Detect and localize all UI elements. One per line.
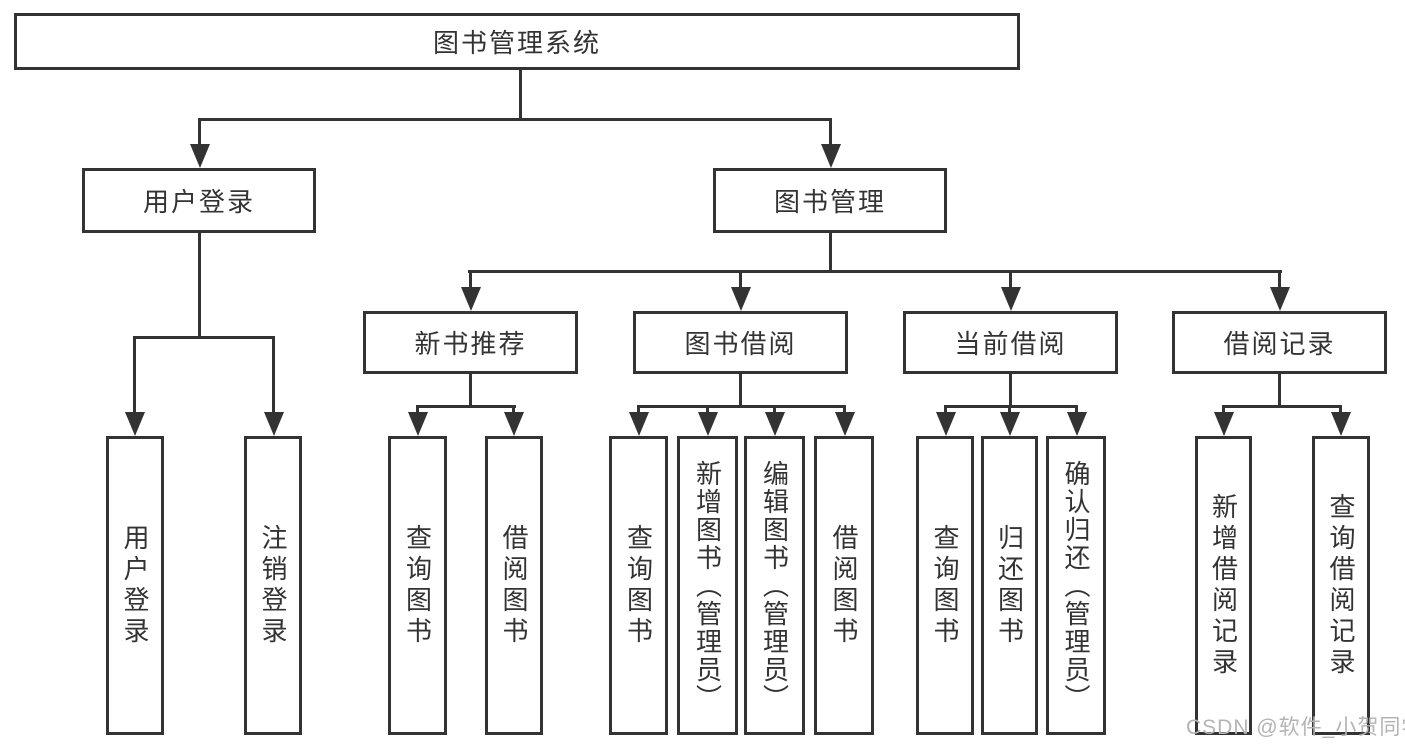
node-book-borrowing: 图书借阅 [633, 311, 848, 374]
connector-root-stem [519, 70, 522, 118]
connector-recommend-hline [416, 405, 516, 408]
arrow-down-icon [124, 336, 145, 436]
arrow-down-icon [1269, 270, 1290, 311]
node-label: 图书借阅 [684, 329, 797, 359]
node-current-borrowing: 当前借阅 [903, 311, 1118, 374]
arrow-down-icon [503, 405, 524, 436]
leaf-confirm-return-admin: 确认归还（管理员） [1046, 436, 1106, 735]
node-label: 查询借阅记录 [1326, 492, 1356, 679]
node-label: 查询图书 [623, 523, 654, 648]
connector-login-stem [198, 233, 201, 339]
node-label: 确认归还（管理员） [1061, 459, 1091, 712]
arrow-down-icon [263, 336, 284, 436]
connector-recommend-stem [469, 374, 472, 408]
arrow-down-icon [697, 405, 718, 436]
leaf-add-borrow-record: 新增借阅记录 [1195, 436, 1252, 735]
connector-records-hline [1222, 405, 1342, 408]
arrow-down-icon [935, 405, 956, 436]
node-label: 注销登录 [258, 523, 288, 648]
node-label: 当前借阅 [954, 329, 1067, 359]
arrow-down-icon [1213, 405, 1234, 436]
arrow-down-icon [1330, 405, 1351, 436]
connector-bookmgmt-stem [829, 233, 832, 273]
arrow-down-icon [999, 405, 1020, 436]
node-label: 编辑图书（管理员） [759, 459, 790, 712]
arrow-down-icon [1066, 405, 1087, 436]
leaf-edit-books-admin: 编辑图书（管理员） [744, 436, 805, 735]
arrow-down-icon [834, 405, 855, 436]
node-borrowing-records: 借阅记录 [1172, 311, 1387, 374]
leaf-logout: 注销登录 [244, 436, 302, 735]
node-label: 新增图书（管理员） [692, 459, 723, 712]
node-user-login: 用户登录 [82, 168, 316, 233]
arrow-down-icon [189, 118, 210, 168]
arrow-down-icon [764, 405, 785, 436]
connector-login-hline [133, 336, 275, 339]
leaf-borrow-books-borrowing: 借阅图书 [814, 436, 874, 735]
arrow-down-icon [460, 270, 481, 311]
leaf-add-books-admin: 新增图书（管理员） [677, 436, 738, 735]
leaf-query-books-current: 查询图书 [916, 436, 974, 735]
connector-bookmgmt-hline [468, 270, 1282, 273]
node-new-book-recommendation: 新书推荐 [363, 311, 578, 374]
node-label: 查询图书 [402, 523, 433, 648]
watermark: CSDN @软件_小贺同学 [1186, 716, 1405, 739]
connector-borrowing-hline [637, 405, 846, 408]
node-label: 借阅图书 [499, 523, 529, 648]
node-label: 借阅记录 [1223, 329, 1336, 359]
node-label: 图书管理系统 [432, 28, 601, 58]
connector-records-stem [1278, 374, 1281, 408]
node-label: 查询图书 [930, 523, 960, 648]
node-label: 图书管理 [773, 187, 886, 217]
arrow-down-icon [407, 405, 428, 436]
node-label: 新增借阅记录 [1208, 492, 1239, 679]
leaf-borrow-books-recommend: 借阅图书 [485, 436, 543, 735]
arrow-down-icon [628, 405, 649, 436]
leaf-query-books-recommend: 查询图书 [388, 436, 447, 735]
node-label: 新书推荐 [414, 329, 527, 359]
arrow-down-icon [820, 118, 841, 168]
node-book-management: 图书管理 [713, 168, 947, 233]
node-label: 归还图书 [994, 523, 1025, 648]
leaf-return-books: 归还图书 [981, 436, 1038, 735]
connector-borrowing-stem [739, 374, 742, 408]
leaf-user-login: 用户登录 [106, 436, 164, 735]
leaf-query-borrow-record: 查询借阅记录 [1312, 436, 1370, 735]
node-library-management-system: 图书管理系统 [14, 13, 1020, 70]
arrow-down-icon [1000, 270, 1021, 311]
arrow-down-icon [730, 270, 751, 311]
connector-root-hline [198, 118, 832, 121]
connector-current-hline [944, 405, 1078, 408]
connector-current-stem [1009, 374, 1012, 408]
leaf-query-books-borrowing: 查询图书 [609, 436, 668, 735]
node-label: 借阅图书 [829, 523, 859, 648]
node-label: 用户登录 [142, 187, 255, 217]
node-label: 用户登录 [120, 523, 150, 648]
